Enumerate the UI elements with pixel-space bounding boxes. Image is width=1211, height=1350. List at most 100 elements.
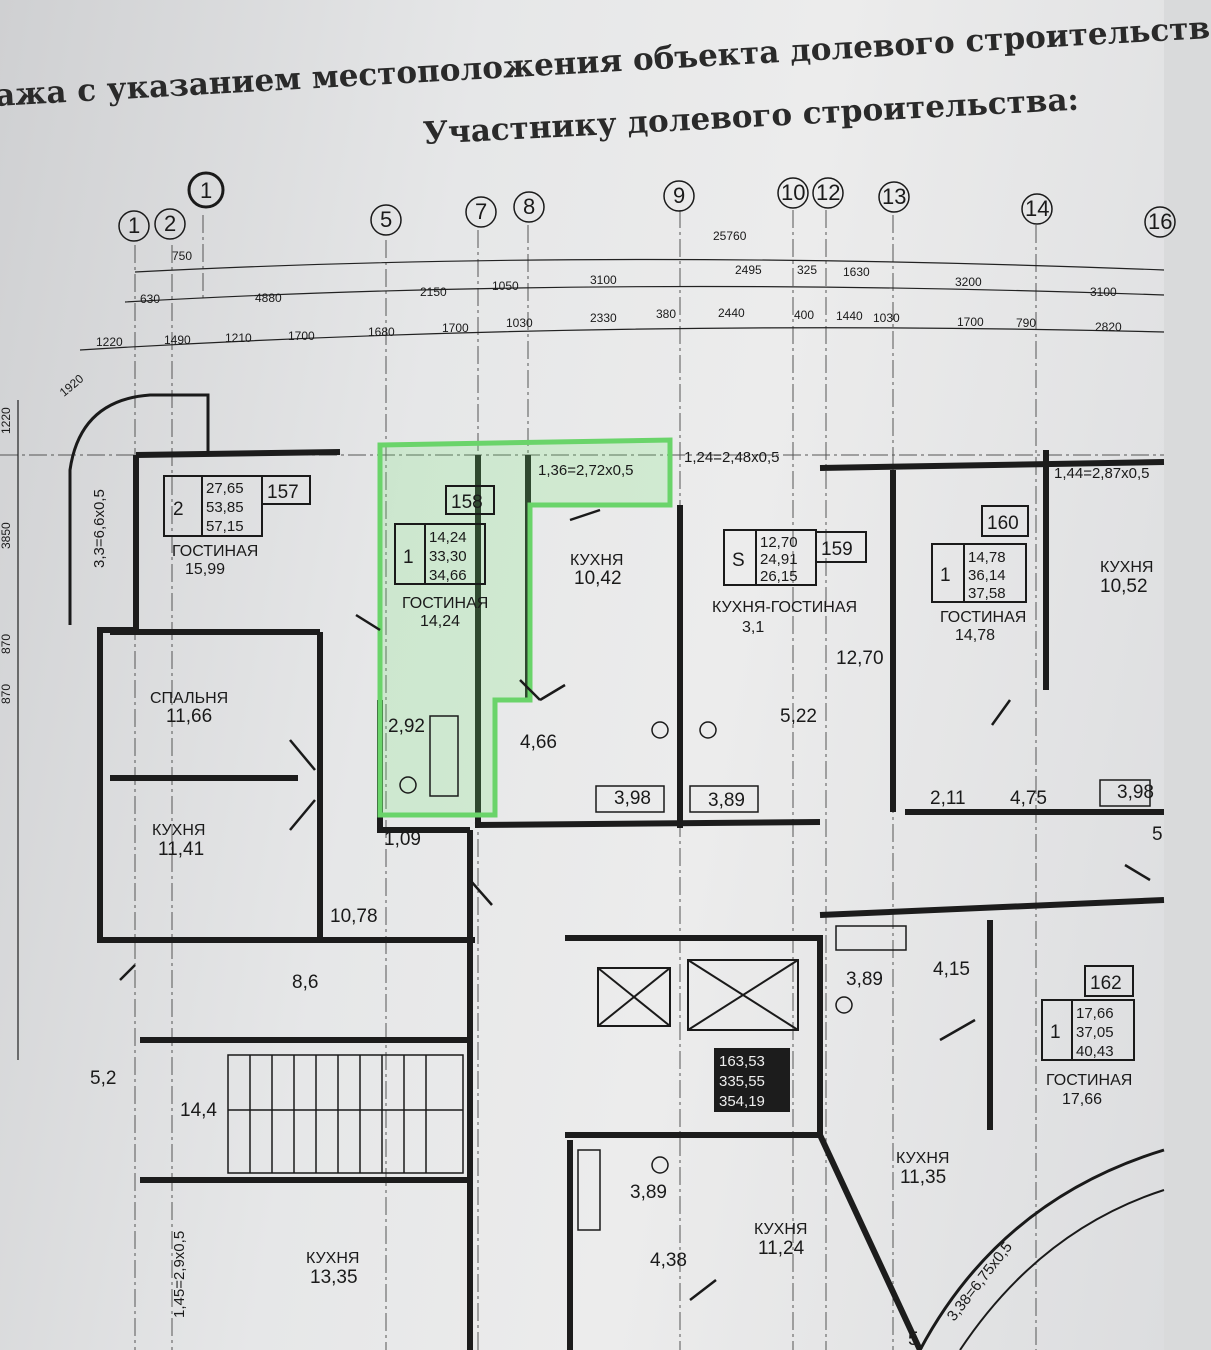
svg-text:4,38: 4,38: [650, 1250, 687, 1271]
svg-text:5,2: 5,2: [90, 1068, 116, 1089]
svg-text:ГОСТИНАЯ: ГОСТИНАЯ: [940, 609, 1026, 626]
svg-text:2150: 2150: [420, 285, 447, 299]
svg-text:162: 162: [1090, 973, 1122, 994]
svg-text:3,89: 3,89: [708, 790, 745, 811]
svg-text:37,58: 37,58: [968, 585, 1006, 602]
svg-text:ГОСТИНАЯ: ГОСТИНАЯ: [1046, 1072, 1132, 1089]
svg-text:1490: 1490: [164, 333, 191, 347]
svg-text:160: 160: [987, 513, 1019, 534]
svg-text:157: 157: [267, 482, 299, 503]
walls: [97, 449, 1165, 1350]
svg-text:ГОСТИНАЯ: ГОСТИНАЯ: [172, 543, 258, 560]
svg-text:12,70: 12,70: [836, 648, 884, 669]
apartment-badge-158: 158 1 14,24 33,30 34,66 ГОСТИНАЯ 14,24: [394, 485, 495, 630]
svg-text:3,98: 3,98: [614, 788, 651, 809]
axis-label-top: 1: [200, 178, 212, 203]
elevator-shafts: [597, 959, 799, 1031]
svg-text:3,89: 3,89: [630, 1182, 667, 1203]
svg-text:53,85: 53,85: [206, 499, 244, 516]
axis-grid-lines: [0, 210, 1164, 1350]
svg-text:КУХНЯ: КУХНЯ: [570, 552, 623, 569]
svg-text:14,78: 14,78: [955, 627, 995, 644]
svg-text:1030: 1030: [873, 311, 900, 325]
svg-text:12: 12: [816, 180, 840, 205]
svg-text:КУХНЯ: КУХНЯ: [896, 1150, 949, 1167]
svg-text:1,45=2,9x0,5: 1,45=2,9x0,5: [171, 1231, 188, 1318]
svg-text:2495: 2495: [735, 263, 762, 277]
svg-text:КУХНЯ: КУХНЯ: [306, 1250, 359, 1267]
svg-text:5: 5: [1152, 824, 1163, 845]
svg-text:1220: 1220: [0, 407, 13, 434]
svg-text:4,75: 4,75: [1010, 788, 1047, 809]
area-numbers: 2,92 1,09 4,66 3,98 3,89 5,22 12,70 2,11…: [90, 648, 1163, 1350]
apartment-badge-162: 162 1 17,66 37,05 40,43 ГОСТИНАЯ 17,66: [1041, 965, 1135, 1108]
svg-text:11,24: 11,24: [758, 1238, 805, 1259]
svg-text:40,43: 40,43: [1076, 1043, 1114, 1060]
svg-text:16: 16: [1148, 209, 1172, 234]
svg-text:1700: 1700: [442, 321, 469, 335]
svg-text:1: 1: [1050, 1022, 1061, 1043]
svg-text:1700: 1700: [957, 315, 984, 329]
svg-text:5: 5: [908, 1329, 919, 1350]
staircase: [227, 1054, 464, 1174]
svg-text:630: 630: [140, 292, 160, 306]
svg-text:4,15: 4,15: [933, 959, 970, 980]
svg-text:1: 1: [940, 565, 951, 586]
svg-text:2820: 2820: [1095, 320, 1122, 334]
core-summary-box: 163,53 335,55 354,19: [714, 1048, 790, 1112]
svg-text:750: 750: [172, 249, 192, 263]
dimension-lines: [17, 258, 1165, 1060]
svg-text:870: 870: [0, 634, 13, 654]
svg-text:37,05: 37,05: [1076, 1024, 1114, 1041]
svg-text:11,66: 11,66: [166, 706, 212, 727]
svg-text:8,6: 8,6: [292, 972, 318, 993]
svg-text:1,24=2,48x0,5: 1,24=2,48x0,5: [684, 449, 780, 466]
svg-text:4,66: 4,66: [520, 732, 557, 753]
svg-text:1,09: 1,09: [384, 829, 421, 850]
svg-text:1680: 1680: [368, 325, 395, 339]
svg-text:11,35: 11,35: [900, 1167, 946, 1188]
svg-text:10,42: 10,42: [574, 568, 622, 589]
svg-text:4880: 4880: [255, 291, 282, 305]
svg-text:11,41: 11,41: [158, 839, 204, 860]
svg-text:1630: 1630: [843, 265, 870, 279]
svg-text:14,24: 14,24: [429, 529, 467, 546]
svg-text:15,99: 15,99: [185, 561, 225, 578]
svg-text:1700: 1700: [288, 329, 315, 343]
svg-text:3,38=6,75x0,5: 3,38=6,75x0,5: [944, 1239, 1016, 1325]
svg-text:5,22: 5,22: [780, 706, 817, 727]
svg-text:S: S: [732, 550, 745, 571]
axis-markers: 1 1 2 5 7 8 9 10 12 13 14 16: [118, 171, 1176, 242]
balcony-curved-outline-2: [918, 1148, 1165, 1350]
svg-text:3,89: 3,89: [846, 969, 883, 990]
svg-text:7: 7: [475, 199, 487, 224]
svg-text:24,91: 24,91: [760, 551, 798, 568]
svg-text:1,44=2,87x0,5: 1,44=2,87x0,5: [1054, 465, 1150, 482]
svg-text:14,4: 14,4: [180, 1100, 217, 1121]
svg-text:10,52: 10,52: [1100, 576, 1148, 597]
svg-text:2: 2: [164, 211, 176, 236]
svg-text:400: 400: [794, 308, 814, 322]
apartment-badge-160: 160 1 14,78 36,14 37,58 ГОСТИНАЯ 14,78: [931, 505, 1029, 644]
svg-text:1920: 1920: [57, 371, 87, 399]
svg-text:3,3=6,6x0,5: 3,3=6,6x0,5: [91, 489, 108, 568]
svg-text:1: 1: [403, 547, 414, 568]
svg-text:1: 1: [128, 213, 140, 238]
svg-text:163,53: 163,53: [719, 1053, 765, 1070]
svg-text:1050: 1050: [492, 279, 519, 293]
svg-text:13: 13: [882, 184, 906, 209]
svg-text:14: 14: [1025, 196, 1049, 221]
svg-text:26,15: 26,15: [760, 568, 798, 585]
room-labels: КУХНЯ 10,42 СПАЛЬНЯ 11,66 КУХНЯ 11,41 КУ…: [150, 552, 1153, 1288]
svg-text:3,1: 3,1: [742, 619, 764, 636]
svg-text:13,35: 13,35: [310, 1267, 358, 1288]
svg-text:33,30: 33,30: [429, 548, 467, 565]
svg-text:870: 870: [0, 684, 13, 704]
svg-text:12,70: 12,70: [760, 534, 798, 551]
svg-text:3100: 3100: [590, 273, 617, 287]
svg-text:36,14: 36,14: [968, 567, 1006, 584]
svg-text:27,65: 27,65: [206, 480, 244, 497]
svg-text:2,11: 2,11: [930, 788, 966, 809]
bathroom-fixtures: [399, 715, 1151, 1231]
svg-text:57,15: 57,15: [206, 518, 244, 535]
